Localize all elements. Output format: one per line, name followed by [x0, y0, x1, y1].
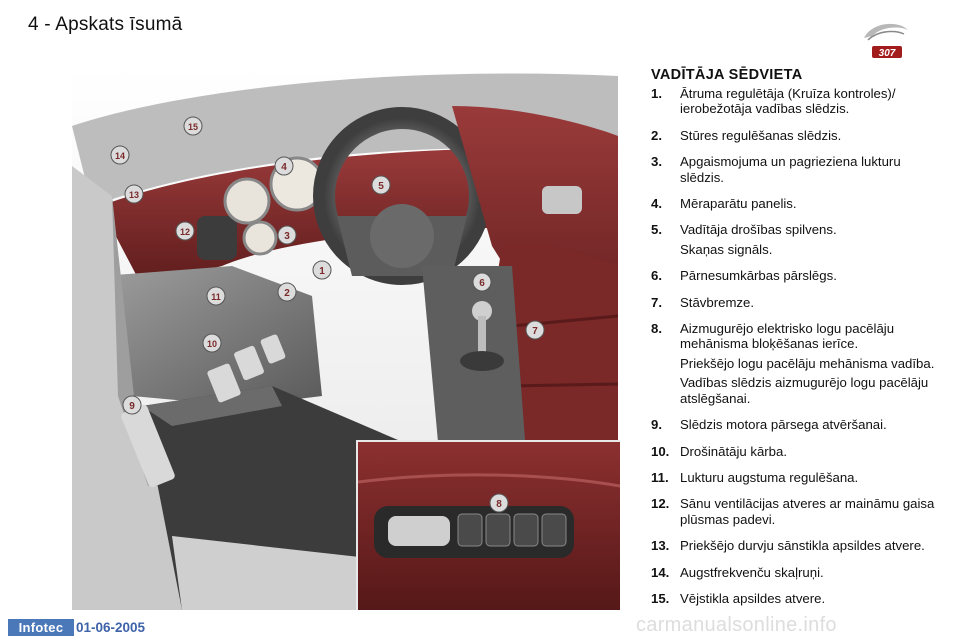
- legend-item: 12. Sānu ventilācijas atveres ar maināmu…: [651, 496, 941, 530]
- watermark: carmanualsonline.info: [636, 614, 837, 636]
- item-text: Slēdzis motora pārsega atvēršanai.: [680, 417, 887, 433]
- item-number: 10.: [651, 443, 670, 459]
- svg-text:2: 2: [284, 288, 290, 299]
- item-number: 1.: [651, 86, 662, 101]
- item-number: 9.: [651, 417, 662, 433]
- item-text: Drošinātāju kārba.: [680, 443, 788, 459]
- model-badge: 307: [879, 48, 896, 59]
- callout-marker: 9: [122, 395, 142, 415]
- legend-item: 4. Mēraparātu panelis.: [651, 196, 941, 214]
- callout-marker: 10: [202, 333, 222, 353]
- svg-text:3: 3: [284, 231, 290, 242]
- legend-item: 10. Drošinātāju kārba.: [651, 444, 941, 462]
- item-number: 2.: [651, 127, 662, 143]
- item-text: Ātruma regulētāja (Kruīza kontroles)/ ie…: [680, 86, 896, 117]
- svg-text:1: 1: [319, 266, 325, 277]
- page-title: 4 - Apskats īsumā: [28, 14, 183, 35]
- item-number: 12.: [651, 496, 670, 512]
- callout-marker: 3: [277, 225, 297, 245]
- callout-marker: 13: [124, 184, 144, 204]
- item-text: Lukturu augstuma regulēšana.: [680, 469, 859, 485]
- item-text: Priekšējo logu pacēlāju mehānisma vadība…: [680, 355, 935, 371]
- callout-marker: 8: [489, 493, 509, 513]
- svg-text:10: 10: [207, 339, 217, 349]
- item-number: 11.: [651, 469, 669, 485]
- item-text: Sānu ventilācijas atveres ar maināmu gai…: [680, 496, 935, 527]
- item-number: 14.: [651, 564, 670, 580]
- svg-text:15: 15: [188, 122, 198, 132]
- item-number: 7.: [651, 294, 662, 310]
- svg-text:11: 11: [211, 292, 221, 302]
- legend-item: 14. Augstfrekvenču skaļruņi.: [651, 565, 941, 583]
- svg-text:9: 9: [129, 401, 135, 412]
- infotec-logo: Infotec: [8, 619, 74, 636]
- item-text: Apgaismojuma un pagrieziena lukturu slēd…: [680, 154, 901, 185]
- item-text: Priekšējo durvju sānstikla apsildes atve…: [680, 538, 925, 554]
- callout-marker: 12: [175, 221, 195, 241]
- item-text: Vadības slēdzis aizmugurējo logu pacēlāj…: [680, 375, 929, 406]
- legend-item: 5. Vadītāja drošības spilvens. Skaņas si…: [651, 222, 941, 260]
- item-text: Augstfrekvenču skaļruņi.: [680, 564, 824, 580]
- callout-marker: 4: [274, 156, 294, 176]
- legend-item: 6. Pārnesumkārbas pārslēgs.: [651, 268, 941, 286]
- item-text: Vadītāja drošības spilvens.: [680, 222, 837, 238]
- legend-item: 9. Slēdzis motora pārsega atvēršanai.: [651, 417, 941, 435]
- legend-item: 2. Stūres regulēšanas slēdzis.: [651, 128, 941, 146]
- svg-text:5: 5: [378, 181, 384, 192]
- section-title: VADĪTĀJA SĒDVIETA: [651, 67, 803, 83]
- svg-text:6: 6: [479, 278, 485, 289]
- item-number: 15.: [651, 590, 670, 606]
- item-text: Stāvbremze.: [680, 294, 755, 310]
- peugeot-307-logo: 307: [864, 23, 908, 59]
- item-number: 3.: [651, 154, 662, 170]
- item-text: Aizmugurējo elektrisko logu pacēlāju meh…: [680, 321, 895, 352]
- callout-marker: 11: [206, 286, 226, 306]
- callout-marker: 6: [472, 272, 492, 292]
- svg-text:8: 8: [496, 499, 502, 510]
- svg-text:14: 14: [115, 151, 125, 161]
- legend-item: 7. Stāvbremze.: [651, 295, 941, 313]
- legend-item: 3. Apgaismojuma un pagrieziena lukturu s…: [651, 154, 941, 188]
- legend-item: 13. Priekšējo durvju sānstikla apsildes …: [651, 538, 941, 556]
- item-number: 6.: [651, 268, 662, 284]
- callout-marker: 2: [277, 282, 297, 302]
- item-text: Stūres regulēšanas slēdzis.: [680, 127, 842, 143]
- item-text: Pārnesumkārbas pārslēgs.: [680, 268, 837, 284]
- item-number: 5.: [651, 222, 662, 238]
- callout-marker: 15: [183, 116, 203, 136]
- svg-text:7: 7: [532, 326, 538, 337]
- callout-marker: 14: [110, 145, 130, 165]
- svg-text:12: 12: [180, 227, 190, 237]
- legend-item: 15. Vējstikla apsildes atvere.: [651, 591, 941, 609]
- item-text: Mēraparātu panelis.: [680, 196, 797, 212]
- item-number: 4.: [651, 196, 662, 212]
- item-text: Skaņas signāls.: [680, 241, 773, 257]
- svg-text:13: 13: [129, 190, 139, 200]
- callout-marker: 1: [312, 260, 332, 280]
- item-number: 13.: [651, 538, 670, 554]
- legend-item: 11. Lukturu augstuma regulēšana.: [651, 470, 941, 488]
- callout-marker: 7: [525, 320, 545, 340]
- legend-item: 8. Aizmugurējo elektrisko logu pacēlāju …: [651, 321, 941, 409]
- print-date: 01-06-2005: [76, 620, 146, 635]
- callout-marker: 5: [371, 175, 391, 195]
- legend-list: 1. Ātruma regulētāja (Kruīza kontroles)/…: [651, 86, 941, 617]
- svg-text:4: 4: [281, 162, 287, 173]
- item-text: Vējstikla apsildes atvere.: [680, 590, 826, 606]
- window-switch-inset-photo: [356, 440, 620, 610]
- item-number: 8.: [651, 321, 662, 337]
- legend-item: 1. Ātruma regulētāja (Kruīza kontroles)/…: [651, 86, 941, 120]
